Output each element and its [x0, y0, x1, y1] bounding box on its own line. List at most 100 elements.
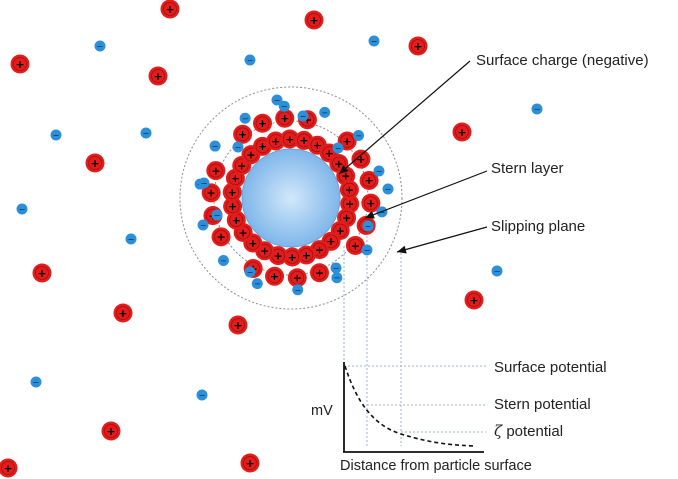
svg-text:+: +	[228, 200, 237, 213]
svg-text:−: −	[201, 179, 208, 188]
stern-layer-arrow	[364, 170, 488, 219]
anion: −	[244, 54, 256, 66]
svg-text:+: +	[216, 231, 225, 244]
svg-text:+: +	[153, 70, 162, 83]
cation: +	[464, 290, 484, 310]
anion: −	[531, 103, 543, 115]
anion: −	[217, 254, 229, 266]
zeta-potential-text: potential	[506, 423, 564, 440]
svg-text:+: +	[231, 172, 240, 185]
cation: +	[304, 10, 324, 30]
anion: −	[239, 112, 251, 124]
svg-text:+: +	[457, 126, 466, 139]
x-axis-label: Distance from particle surface	[340, 458, 532, 474]
svg-text:+: +	[118, 307, 127, 320]
cation: +	[345, 235, 365, 255]
anion: −	[382, 183, 394, 195]
svg-text:+: +	[364, 174, 373, 187]
svg-text:−: −	[247, 56, 254, 65]
svg-text:+: +	[228, 186, 237, 199]
potential-graph	[343, 362, 484, 453]
svg-text:−: −	[379, 208, 386, 217]
svg-text:+: +	[288, 251, 297, 264]
svg-text:−: −	[385, 185, 392, 194]
svg-text:+: +	[280, 112, 289, 125]
svg-text:−: −	[214, 211, 221, 220]
svg-text:−: −	[143, 129, 150, 138]
svg-text:+: +	[303, 114, 312, 127]
diffuse-layer-boundary	[179, 86, 403, 310]
cation: +	[275, 108, 295, 128]
svg-text:+: +	[356, 153, 365, 166]
cation: +	[233, 124, 253, 144]
svg-text:+: +	[345, 198, 354, 211]
cation: +	[351, 149, 371, 169]
cation: +	[361, 193, 381, 213]
anion: −	[197, 219, 209, 231]
cation: +	[287, 268, 307, 288]
cation: +	[408, 36, 428, 56]
svg-text:−: −	[334, 274, 341, 283]
svg-text:−: −	[220, 256, 227, 265]
anion: −	[232, 141, 244, 153]
anion: −	[361, 244, 373, 256]
zeta-symbol: ζ	[494, 422, 503, 440]
svg-text:+: +	[3, 462, 12, 475]
svg-text:+: +	[309, 14, 318, 27]
svg-text:+: +	[270, 270, 279, 283]
surface-charge-arrow	[338, 60, 471, 175]
stern-layer-label: Stern layer	[491, 160, 564, 177]
cation: +	[452, 122, 472, 142]
svg-text:−: −	[33, 378, 40, 387]
anion: −	[244, 266, 256, 278]
svg-text:+: +	[245, 457, 254, 470]
cation: +	[309, 263, 329, 283]
svg-text:−: −	[534, 105, 541, 114]
y-axis-label: mV	[311, 403, 333, 419]
anion: −	[94, 40, 106, 52]
svg-text:+: +	[313, 139, 322, 152]
svg-text:+: +	[285, 133, 294, 146]
svg-text:+: +	[232, 214, 241, 227]
svg-text:+: +	[273, 249, 282, 262]
svg-text:−: −	[355, 132, 362, 141]
cation: +	[296, 245, 316, 265]
svg-text:−: −	[494, 267, 501, 276]
svg-text:−: −	[281, 102, 288, 111]
stern-potential-label: Stern potential	[494, 396, 591, 413]
svg-text:−: −	[364, 246, 371, 255]
charged-particle	[241, 148, 341, 248]
svg-text:−: −	[247, 268, 254, 277]
svg-text:−: −	[333, 264, 340, 273]
svg-text:+: +	[233, 319, 242, 332]
svg-text:−: −	[365, 222, 372, 231]
svg-text:+: +	[326, 235, 335, 248]
surface-charge-label: Surface charge (negative)	[476, 52, 649, 69]
anion: −	[297, 110, 309, 122]
svg-text:+: +	[325, 147, 334, 160]
svg-text:+: +	[351, 239, 360, 252]
cation: +	[266, 131, 286, 151]
svg-text:+: +	[315, 243, 324, 256]
svg-text:+: +	[299, 134, 308, 147]
svg-text:+: +	[336, 224, 345, 237]
svg-text:−: −	[200, 221, 207, 230]
svg-text:+: +	[345, 183, 354, 196]
anion: −	[125, 233, 137, 245]
anion: −	[209, 140, 221, 152]
svg-text:+: +	[37, 267, 46, 280]
cation: +	[211, 227, 231, 247]
potential-guide-lines	[343, 236, 486, 446]
anion: −	[278, 100, 290, 112]
svg-text:+: +	[238, 128, 247, 141]
svg-text:+: +	[258, 117, 267, 130]
svg-text:+: +	[341, 170, 350, 183]
svg-text:−: −	[97, 42, 104, 51]
anion: −	[271, 94, 283, 106]
anion: −	[353, 130, 365, 142]
svg-text:+: +	[293, 272, 302, 285]
svg-text:+: +	[302, 249, 311, 262]
anion: −	[362, 220, 374, 232]
svg-text:−: −	[376, 167, 383, 176]
svg-text:+: +	[165, 3, 174, 16]
